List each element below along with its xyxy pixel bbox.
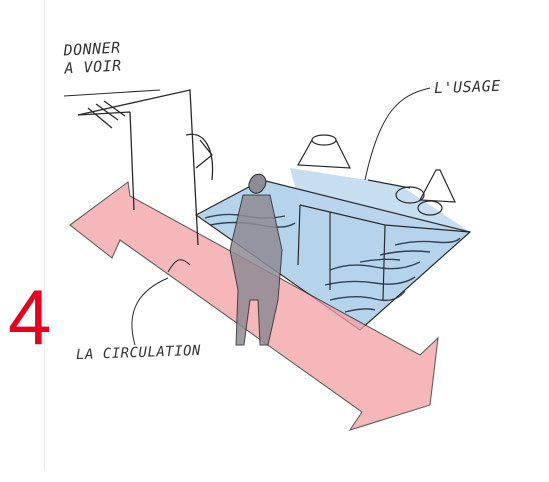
- usage-objects: [297, 134, 456, 216]
- circulation-arrow: [69, 181, 439, 431]
- person-figure: [229, 173, 283, 346]
- label-donner-a-voir: DONNER A VOIR: [63, 38, 123, 78]
- figure-number: 4: [8, 273, 52, 361]
- annotation-leaders: [63, 87, 431, 346]
- left-margin-rule: [44, 0, 45, 470]
- label-usage: L'USAGE: [433, 76, 502, 98]
- display-frame: [77, 89, 214, 246]
